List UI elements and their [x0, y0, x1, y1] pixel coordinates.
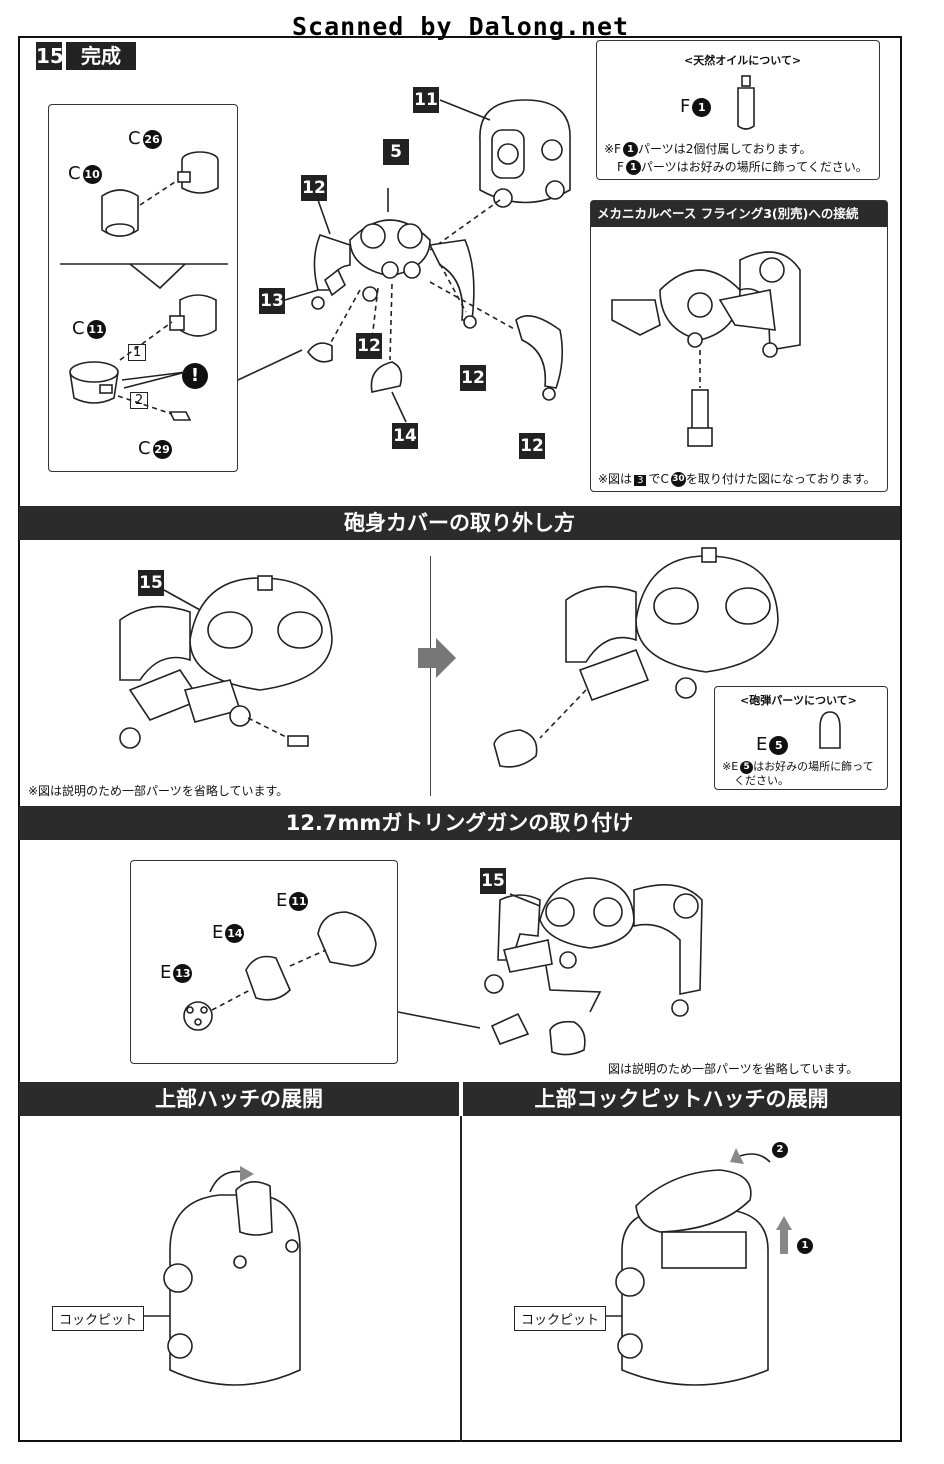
- step-marker-2: 2: [772, 1142, 788, 1158]
- callout-part-12d: 12: [519, 433, 545, 459]
- shell-drawing: [819, 711, 841, 749]
- order-step-1: 1: [128, 344, 147, 361]
- step-marker-1: 1: [797, 1238, 813, 1254]
- section-divider: [430, 556, 431, 796]
- section-gatling-title: 12.7mmガトリングガンの取り付け: [19, 806, 900, 840]
- order-step-2: 2: [130, 392, 149, 409]
- mech-base-title: メカニカルベース フライング3(別売)への接続: [591, 201, 887, 227]
- step-number: 15: [36, 42, 64, 70]
- callout-part-12c: 12: [460, 365, 486, 391]
- hatch-divider: [460, 1116, 462, 1442]
- callout-part-5: 5: [383, 139, 409, 165]
- step-title: 完成: [66, 42, 136, 70]
- hatch-cockpit-label: コックピット: [52, 1306, 145, 1331]
- callout-part-12b: 12: [356, 333, 382, 359]
- oil-bottle-drawing: [737, 75, 755, 130]
- gatling-note: 図は説明のため一部パーツを省略しています。: [608, 1062, 859, 1076]
- callout-part-11: 11: [413, 87, 439, 113]
- oil-info-title: <天然オイルについて>: [684, 54, 802, 67]
- callout-15-gatling: 15: [480, 868, 506, 894]
- cockpit-label: コックピット: [514, 1306, 607, 1331]
- mech-base-box: [590, 200, 888, 492]
- callout-part-12a: 12: [301, 175, 327, 201]
- section-cockpit-title: 上部コックピットハッチの展開: [463, 1082, 900, 1116]
- callout-part-13: 13: [259, 288, 285, 314]
- section-barrel-title: 砲身カバーの取り外し方: [19, 506, 900, 540]
- parts-inset-box: [48, 104, 238, 472]
- callout-15-barrel: 15: [138, 570, 164, 596]
- barrel-note: ※図は説明のため一部パーツを省略しています。: [28, 784, 289, 798]
- arrow-right-icon: [418, 638, 456, 678]
- section-hatch-title: 上部ハッチの展開: [19, 1082, 459, 1116]
- callout-part-14: 14: [392, 423, 418, 449]
- shell-info-title: <砲弾パーツについて>: [740, 694, 857, 707]
- warning-icon: !: [182, 363, 208, 389]
